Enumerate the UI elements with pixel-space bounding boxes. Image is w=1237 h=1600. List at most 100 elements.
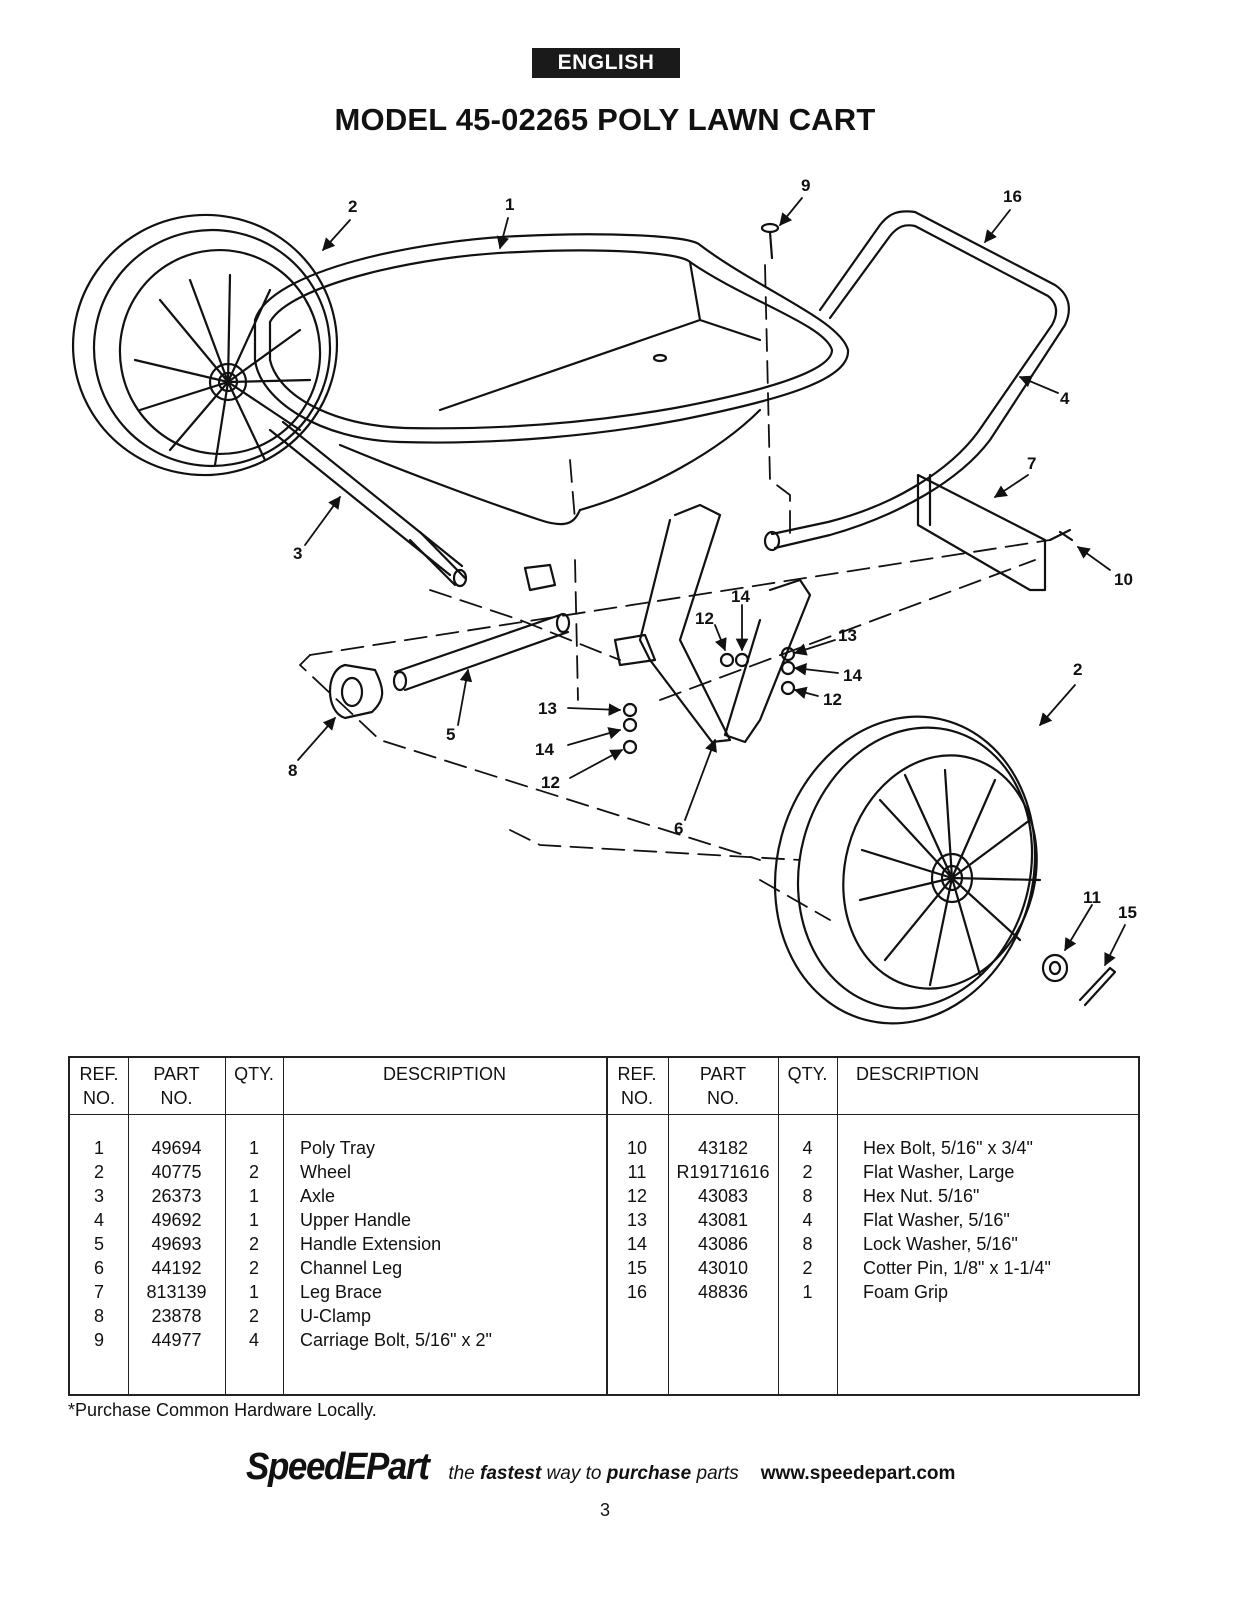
cell-part: 49694 (151, 1138, 202, 1158)
cell-desc: Leg Brace (300, 1282, 383, 1302)
col-divider (778, 1058, 779, 1394)
cell-qty: 4 (802, 1210, 813, 1230)
cell-qty: 8 (802, 1186, 813, 1206)
page-number: 3 (599, 1500, 610, 1520)
header-ref-no: REF.NO. (79, 1064, 119, 1108)
cell-ref: 15 (626, 1258, 648, 1278)
cell-desc: Foam Grip (863, 1282, 949, 1302)
cell-ref: 1 (93, 1138, 104, 1158)
callout-5: 5 (446, 725, 455, 744)
col-divider (283, 1058, 284, 1394)
cell-qty: 2 (248, 1306, 259, 1326)
callout-16: 16 (1003, 187, 1022, 206)
cell-ref: 10 (626, 1138, 648, 1158)
page-title: MODEL 45-02265 POLY LAWN CART (334, 102, 876, 137)
col-divider (668, 1058, 669, 1394)
cell-part: 43182 (697, 1138, 749, 1158)
header-ref-no: REF.NO. (617, 1064, 657, 1108)
footer-brand-row: SpeedEPart the fastest way to purchase p… (246, 1446, 955, 1490)
hardware-stack (523, 563, 796, 755)
exploded-parts-diagram: 2 1 9 16 4 7 10 3 2 5 8 13 14 12 6 12 14… (71, 176, 1137, 1025)
cell-ref: 12 (626, 1186, 648, 1206)
cell-qty: 1 (248, 1186, 259, 1206)
cell-ref: 3 (93, 1186, 104, 1206)
col-divider (225, 1058, 226, 1394)
cell-part: 44977 (151, 1330, 202, 1350)
column-qty-right: 4 2 8 4 8 2 1 (778, 1136, 837, 1304)
callout-3: 3 (293, 544, 302, 563)
cell-part: 40775 (151, 1162, 202, 1182)
column-desc-right: Hex Bolt, 5/16" x 3/4" Flat Washer, Larg… (863, 1136, 1133, 1304)
col-divider (606, 1058, 608, 1394)
callout-10: 10 (1114, 570, 1133, 589)
upper-handle (763, 210, 1070, 552)
column-qty-left: 1 2 1 1 2 2 1 2 4 (225, 1136, 283, 1352)
cell-desc: Wheel (300, 1162, 352, 1182)
cell-desc: Lock Washer, 5/16" (863, 1234, 1018, 1254)
callout-6: 6 (674, 819, 683, 838)
leg-brace (916, 473, 1074, 592)
column-part-right: 43182 R19171616 43083 43081 43086 43010 … (668, 1136, 778, 1304)
cell-ref: 8 (93, 1306, 104, 1326)
callout-15: 15 (1118, 903, 1137, 922)
cell-part: 44192 (151, 1258, 202, 1278)
cell-desc: Hex Nut. 5/16" (863, 1186, 980, 1206)
cell-part: 43083 (697, 1186, 749, 1206)
cell-desc: Channel Leg (300, 1258, 403, 1278)
header-qty: QTY. (787, 1064, 828, 1084)
footnote: *Purchase Common Hardware Locally. (68, 1400, 377, 1420)
callout-11: 11 (1083, 888, 1101, 907)
cotter-pin (1078, 966, 1117, 1007)
cell-qty: 2 (802, 1162, 813, 1182)
cell-part: 26373 (151, 1186, 202, 1206)
header-description: DESCRIPTION (382, 1064, 506, 1084)
callout-12-right: 12 (823, 690, 842, 709)
channel-legs (613, 503, 812, 744)
cell-desc: Poly Tray (300, 1138, 376, 1158)
cell-ref: 14 (626, 1234, 648, 1254)
cell-ref: 11 (627, 1162, 647, 1182)
cell-qty: 2 (802, 1258, 813, 1278)
axle (268, 420, 468, 588)
cell-ref: 13 (626, 1210, 648, 1230)
col-divider (128, 1058, 129, 1394)
callout-14-left: 14 (535, 740, 554, 759)
header-description: DESCRIPTION (856, 1064, 980, 1084)
cell-part: 48836 (697, 1282, 749, 1302)
cell-qty: 1 (248, 1282, 259, 1302)
cell-part: 23878 (151, 1306, 202, 1326)
callout-9: 9 (801, 176, 810, 195)
callout-2-top: 2 (348, 197, 357, 216)
cell-qty: 4 (248, 1330, 259, 1350)
cell-part: 43010 (697, 1258, 749, 1278)
flat-washer-large (1041, 953, 1069, 983)
cell-desc: U-Clamp (300, 1306, 372, 1326)
carriage-bolt (760, 222, 780, 260)
cell-qty: 1 (802, 1282, 813, 1302)
cell-qty: 8 (802, 1234, 813, 1254)
left-wheel (71, 213, 339, 477)
u-clamp (328, 663, 384, 720)
callout-13-left: 13 (538, 699, 557, 718)
cell-part: 813139 (146, 1282, 207, 1302)
handle-extension (392, 612, 571, 692)
cell-ref: 6 (93, 1258, 104, 1278)
callout-12-mid: 12 (695, 609, 714, 628)
column-ref-left: 1 2 3 4 5 6 7 8 9 (70, 1136, 128, 1352)
callout-14-right: 14 (843, 666, 862, 685)
cell-desc: Upper Handle (300, 1210, 412, 1230)
website-link[interactable]: www.speedepart.com (760, 1463, 956, 1484)
cell-qty: 4 (802, 1138, 813, 1158)
callout-1: 1 (505, 195, 514, 214)
callout-4: 4 (1060, 389, 1070, 408)
callout-13-right: 13 (838, 626, 857, 645)
poly-tray (253, 233, 850, 526)
cell-part: 49692 (151, 1210, 202, 1230)
column-desc-left: Poly Tray Wheel Axle Upper Handle Handle… (300, 1136, 600, 1352)
cell-part: 49693 (151, 1234, 202, 1254)
cell-qty: 2 (248, 1234, 259, 1254)
cell-ref: 2 (93, 1162, 104, 1182)
